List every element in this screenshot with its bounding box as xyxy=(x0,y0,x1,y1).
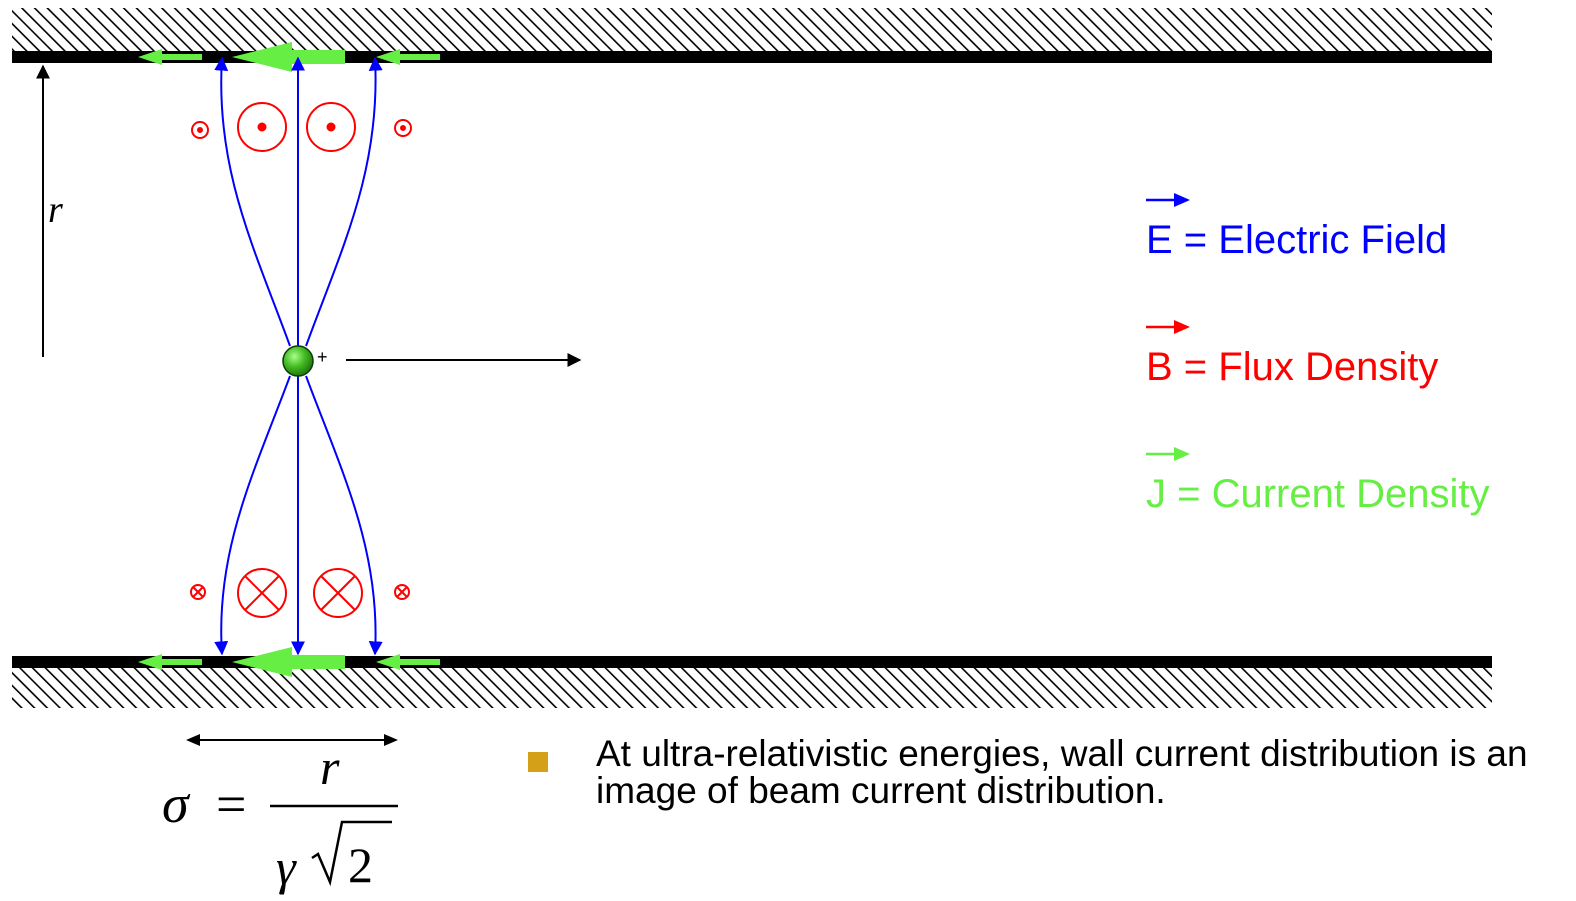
legend-current-text: = Current Density xyxy=(1166,472,1490,516)
legend-electric-symbol: E xyxy=(1146,218,1173,262)
legend-arrows xyxy=(1146,193,1190,461)
formula-numerator: r xyxy=(320,739,340,795)
sqrt-sign xyxy=(311,820,392,887)
formula-root-value: 2 xyxy=(348,837,373,893)
current-arrow xyxy=(138,654,202,670)
bullet-text: At ultra-relativistic energies, wall cur… xyxy=(596,733,1528,811)
bottom-current-arrows xyxy=(138,647,440,677)
legend-flux-text: = Flux Density xyxy=(1172,345,1439,389)
electric-field-line xyxy=(305,56,383,347)
cross-in-circle-icon xyxy=(313,568,363,618)
legend-current-density: J = Current Density xyxy=(1146,472,1489,516)
formula-equals: = xyxy=(216,774,246,834)
electric-field-line xyxy=(305,375,383,656)
current-arrow xyxy=(138,49,202,65)
flux-out-of-page xyxy=(191,102,412,152)
top-wall-hatching xyxy=(12,8,1492,51)
formula-gamma: γ xyxy=(276,839,297,895)
dot-in-circle-icon xyxy=(394,119,412,137)
electric-vector-arrow xyxy=(1146,193,1190,207)
bottom-wall xyxy=(12,656,1492,708)
flux-vector-arrow xyxy=(1146,320,1190,334)
legend-current-symbol: J xyxy=(1146,472,1166,516)
formula-lhs: σ xyxy=(162,774,191,834)
current-vector-arrow xyxy=(1146,447,1190,461)
cross-in-circle-icon xyxy=(190,584,206,600)
sigma-formula: σ = r γ 2 xyxy=(162,739,398,895)
bottom-wall-hatching xyxy=(12,668,1492,708)
legend-flux-symbol: B xyxy=(1146,345,1173,389)
legend-electric-field: E = Electric Field xyxy=(1146,218,1447,262)
sigma-width-arrow xyxy=(186,734,398,746)
cross-in-circle-icon xyxy=(237,568,287,618)
bullet-marker xyxy=(528,752,548,772)
electric-field-line xyxy=(214,56,291,347)
bottom-wall-surface xyxy=(12,656,1492,668)
legend-flux-density: B = Flux Density xyxy=(1146,345,1438,389)
electric-field-line xyxy=(214,375,291,656)
flux-into-page xyxy=(190,568,410,618)
dot-in-circle-icon xyxy=(306,102,356,152)
top-wall xyxy=(12,8,1492,63)
radius-label: r xyxy=(48,189,63,231)
dot-in-circle-icon xyxy=(237,102,287,152)
dot-in-circle-icon xyxy=(191,121,209,139)
charge-sign: + xyxy=(317,347,328,367)
electric-field-lines xyxy=(214,56,383,656)
current-arrow xyxy=(376,49,440,65)
charge-particle xyxy=(282,345,314,377)
current-arrow xyxy=(376,654,440,670)
legend-electric-text: = Electric Field xyxy=(1172,218,1448,262)
cross-in-circle-icon xyxy=(394,584,410,600)
current-arrow xyxy=(232,647,345,677)
